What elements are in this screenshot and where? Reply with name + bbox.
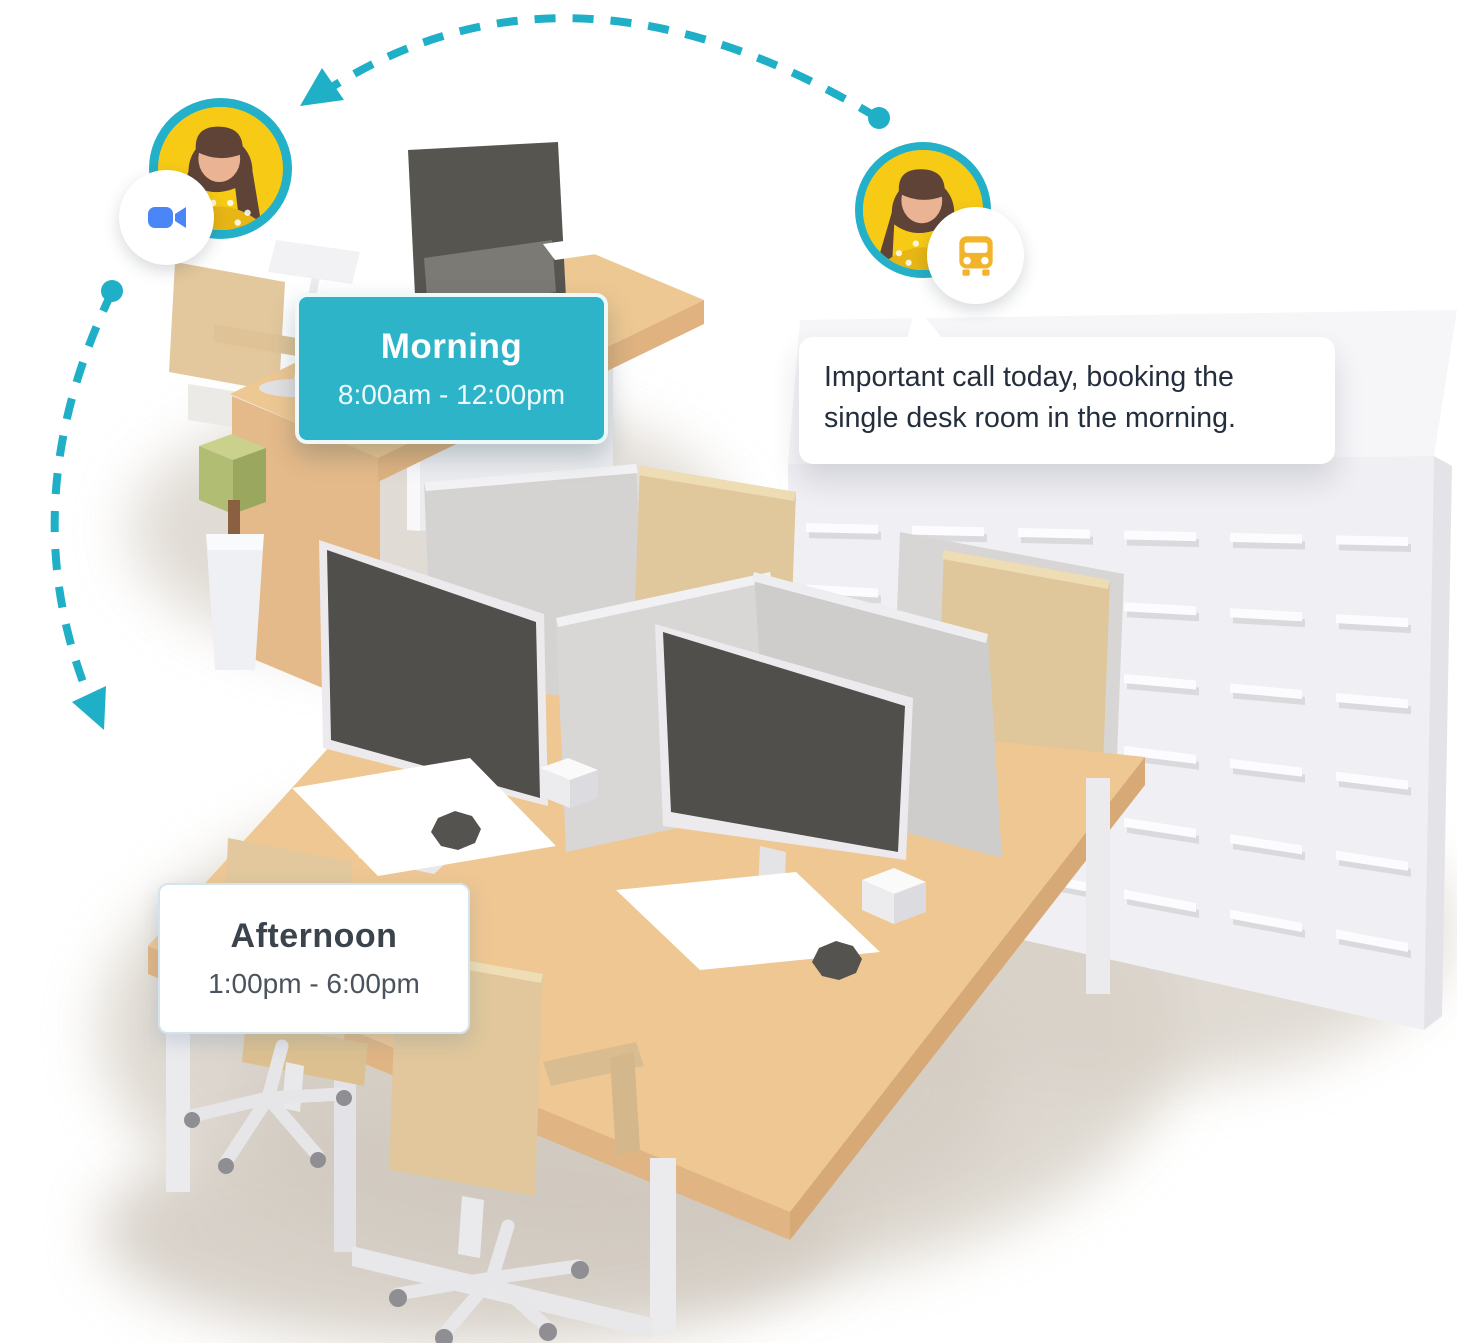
morning-timeslot-card[interactable]: Morning 8:00am - 12:00pm [295, 293, 608, 444]
mouse [431, 811, 481, 850]
afternoon-timeslot-card[interactable]: Afternoon 1:00pm - 6:00pm [158, 883, 470, 1034]
dashed-arrow-left [50, 280, 123, 730]
afternoon-card-title: Afternoon [230, 917, 398, 955]
morning-card-title: Morning [380, 326, 523, 366]
bus-icon [927, 207, 1024, 304]
mouse [812, 941, 862, 980]
monitor-2 [655, 624, 913, 924]
desk-box [540, 758, 598, 808]
speech-bubble-text: Important call today, booking the single… [824, 361, 1236, 434]
desk-box [862, 868, 926, 924]
cube-plant [199, 434, 266, 670]
speech-bubble: Important call today, booking the single… [799, 306, 1335, 464]
afternoon-card-time: 1:00pm - 6:00pm [208, 968, 420, 999]
dashed-arrow-top [300, 14, 890, 129]
morning-card-time: 8:00am - 12:00pm [337, 378, 566, 410]
keyboard [292, 758, 556, 876]
desk-accessories [292, 758, 926, 980]
video-camera-icon [119, 170, 214, 265]
keyboard [616, 872, 880, 970]
keyboard [543, 234, 624, 260]
